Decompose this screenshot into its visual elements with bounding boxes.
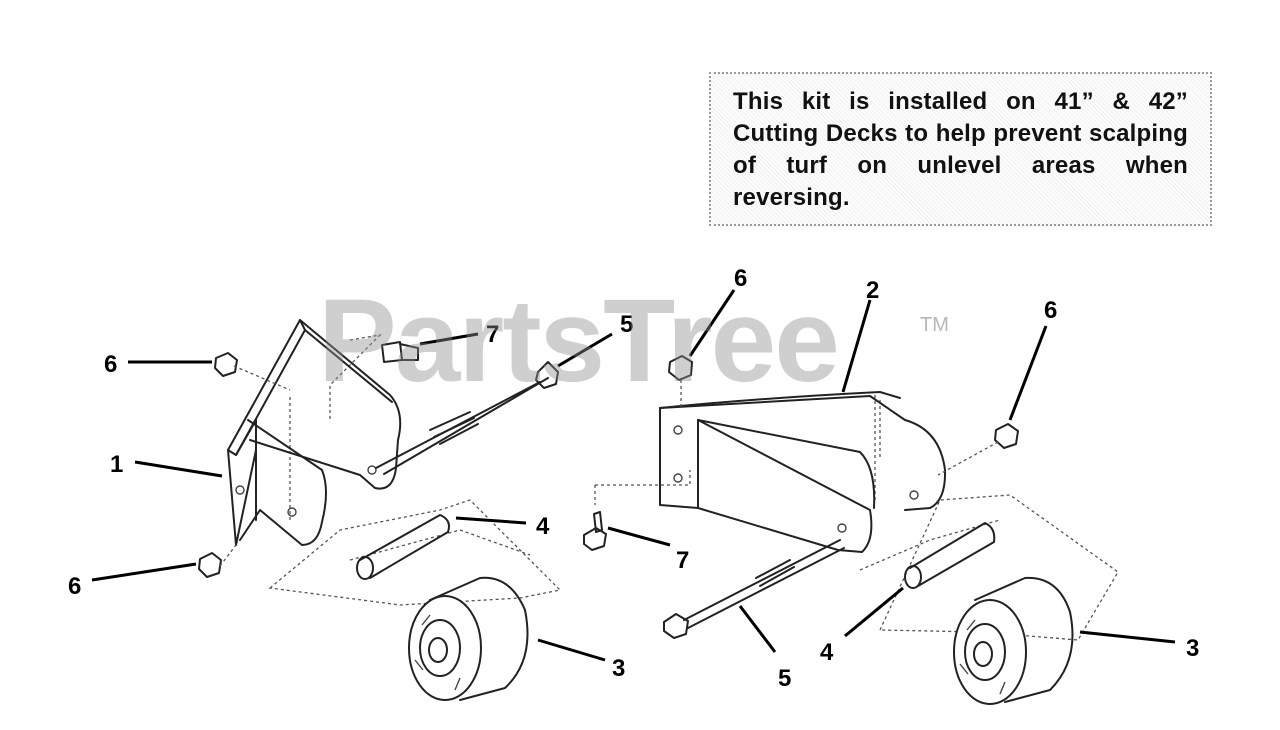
callout-right-bracket: 2 <box>866 277 879 304</box>
left-bolt-long <box>375 361 559 475</box>
right-bracket-2 <box>659 391 947 553</box>
right-spacer <box>904 522 996 589</box>
left-bolt-short <box>381 341 419 363</box>
right-bolt-long <box>663 539 845 639</box>
left-nut-bottom <box>198 544 237 578</box>
installation-note: This kit is installed on 41” & 42” Cutti… <box>709 72 1212 226</box>
left-roller <box>408 576 529 701</box>
callout-left-bracket: 1 <box>110 451 123 478</box>
installation-note-text: This kit is installed on 41” & 42” Cutti… <box>733 88 1188 211</box>
left-assembly <box>198 319 562 701</box>
left-spacer <box>356 514 450 580</box>
callout-left-bolt-short: 7 <box>486 321 499 348</box>
watermark-trademark: TM <box>920 314 949 336</box>
callout-right-spacer: 4 <box>820 639 834 666</box>
callout-left-bolt-long: 5 <box>620 311 633 338</box>
left-nut-top <box>214 352 291 391</box>
left-bracket-1 <box>227 319 402 546</box>
left-floor-guide <box>268 499 562 606</box>
right-assembly <box>583 355 1119 705</box>
callout-right-roller: 3 <box>1186 635 1199 662</box>
callout-right-nut-right: 6 <box>1044 297 1057 324</box>
leader-lines <box>91 289 1176 662</box>
right-nut-top <box>668 355 693 408</box>
callout-left-roller: 3 <box>612 655 625 682</box>
right-nut-right <box>937 423 1019 476</box>
callout-numbers: 6 1 6 7 5 4 3 6 2 6 7 5 4 3 <box>68 265 1199 692</box>
callout-left-nut-bottom: 6 <box>68 573 81 600</box>
callout-right-nut-top: 6 <box>734 265 747 292</box>
callout-left-nut-top: 6 <box>104 351 117 378</box>
callout-right-bolt-long: 5 <box>778 665 791 692</box>
right-roller <box>953 576 1074 705</box>
callout-left-spacer: 4 <box>536 513 550 540</box>
callout-right-bolt-short: 7 <box>676 547 689 574</box>
right-bolt-short <box>583 511 607 551</box>
